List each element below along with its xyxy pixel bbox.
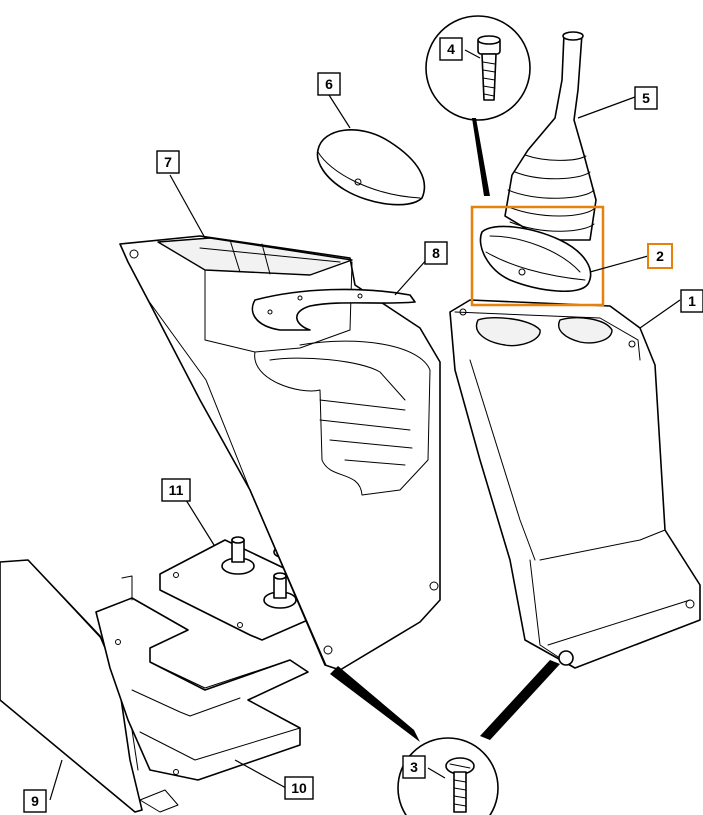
callout-5-text: 5 — [642, 90, 650, 106]
callout-9-text: 9 — [31, 793, 39, 809]
part-1-right-housing — [449, 299, 701, 669]
part-10-floor-plate — [95, 575, 309, 781]
callout-11: 11 — [161, 478, 191, 502]
callout-4-text: 4 — [447, 41, 455, 57]
callout-2: 2 — [647, 243, 673, 269]
part-2-highlight-box — [470, 205, 605, 307]
part-7-console-housing — [119, 235, 441, 671]
callout-2-text: 2 — [656, 248, 664, 264]
leader-lines — [49, 49, 681, 801]
callout-9: 9 — [23, 789, 47, 813]
callout-8-text: 8 — [432, 245, 440, 261]
part-5-joystick-boot — [504, 31, 597, 241]
part-6-cover-cap — [316, 129, 426, 206]
callout-3: 3 — [402, 755, 426, 779]
callout-3-text: 3 — [410, 759, 418, 775]
callout-8: 8 — [424, 241, 448, 265]
callout-11-text: 11 — [169, 482, 184, 498]
callout-7: 7 — [156, 150, 180, 174]
part-2-boot-ring — [479, 225, 592, 293]
callout-10: 10 — [284, 776, 314, 800]
callout-6: 6 — [317, 72, 341, 96]
callout-4: 4 — [439, 37, 463, 61]
callout-6-text: 6 — [325, 76, 333, 92]
callout-1-text: 1 — [688, 293, 696, 309]
part-3-detail-circle — [330, 660, 560, 815]
callout-1: 1 — [680, 289, 703, 313]
callout-5: 5 — [634, 86, 658, 110]
part-11-valve-plate — [159, 536, 341, 641]
part-8-gasket — [251, 288, 416, 331]
callout-10-text: 10 — [291, 780, 307, 796]
callout-7-text: 7 — [164, 154, 172, 170]
